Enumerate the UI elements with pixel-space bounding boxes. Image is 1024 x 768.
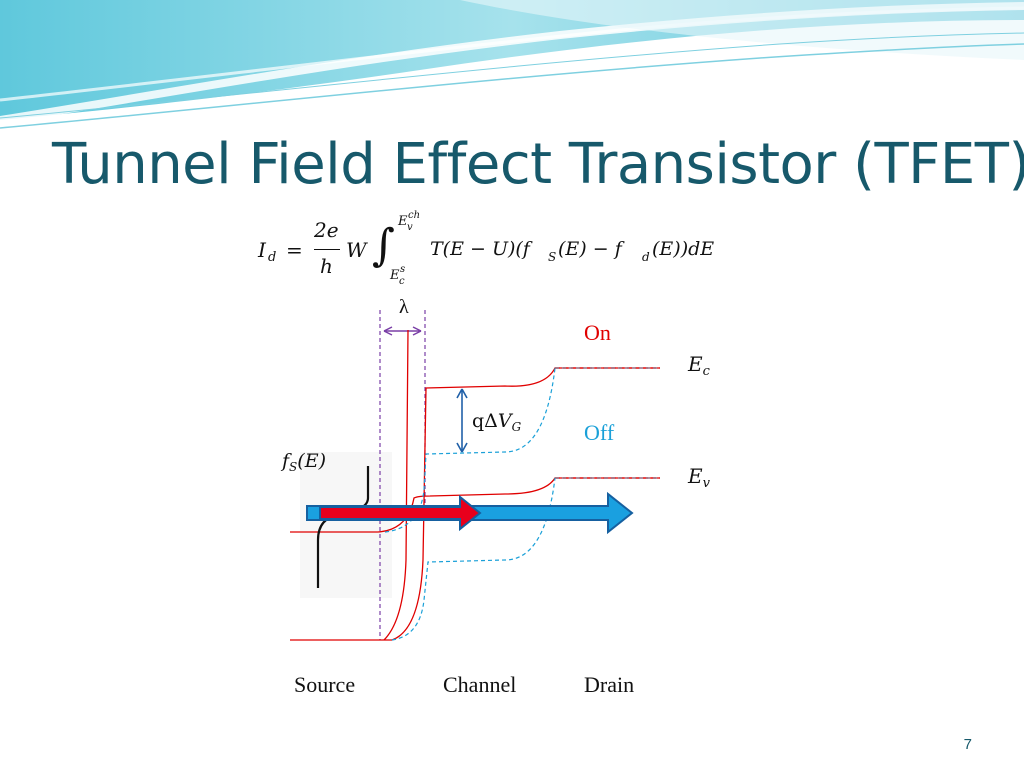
region-label-channel: Channel: [443, 672, 517, 697]
eq-upper-limit: E: [398, 214, 408, 229]
delta-vg-sub: G: [511, 420, 522, 434]
fs-label: fS(E): [282, 450, 326, 474]
off-conduction-band: [384, 367, 556, 533]
band-diagram-canvas: [290, 310, 660, 641]
off-label: Off: [584, 420, 615, 445]
eq-lower-limit: E: [390, 268, 400, 283]
ev-sub: v: [702, 476, 710, 491]
fs-var: f: [282, 450, 290, 472]
eq-frac-den: h: [320, 254, 333, 278]
eq-lower-sub: c: [399, 276, 405, 287]
eq-integrand-d: d: [642, 250, 650, 264]
fs-sub: S: [289, 460, 298, 474]
ec-var: E: [688, 352, 703, 376]
header-banner: [0, 0, 1024, 129]
eq-lower-sup: s: [400, 264, 406, 275]
fs-arg: (E): [297, 450, 326, 472]
lambda-arrowheads: [383, 326, 422, 336]
eq-integrand-mid: (E) − f: [558, 238, 622, 260]
page-number: 7: [963, 736, 972, 753]
eq-lhs-sub: d: [268, 250, 277, 265]
ev-label: Ev: [688, 464, 710, 491]
eq-frac-num: 2e: [314, 218, 339, 242]
on-current-arrow: [319, 494, 482, 532]
eq-equals: =: [286, 238, 303, 262]
eq-integral: ∫: [372, 220, 395, 271]
eq-lhs: I: [258, 238, 266, 262]
ec-label: Ec: [688, 352, 710, 379]
drain-current-equation: I d = 2e h W ∫ E v ch E c s T(E − U)(f S…: [258, 210, 758, 292]
delta-vg-prefix: qΔ: [472, 410, 498, 432]
region-label-drain: Drain: [584, 672, 635, 697]
eq-integrand: T(E − U)(f: [430, 238, 530, 260]
off-valence-band: [391, 477, 556, 641]
slide-title: Tunnel Field Effect Transistor (TFET): [52, 132, 1024, 197]
on-valence-band: [290, 477, 660, 533]
delta-vg-label: qΔVG: [472, 410, 521, 434]
on-label: On: [584, 320, 611, 345]
fs-distribution-box: [300, 452, 392, 598]
eq-upper-sup: ch: [408, 210, 421, 221]
ev-var: E: [688, 464, 703, 488]
eq-upper-sub: v: [407, 222, 413, 233]
eq-width: W: [346, 238, 367, 262]
band-diagram: λ On Off qΔVG fS(E) Ec Ev Source Channel…: [0, 296, 1024, 716]
ec-sub: c: [702, 364, 710, 379]
delta-vg-var: V: [497, 410, 512, 432]
lambda-label: λ: [399, 296, 409, 318]
eq-integrand-s: S: [548, 250, 557, 264]
delta-vg-arrowheads: [456, 388, 468, 453]
eq-integrand-end: (E))dE: [652, 238, 715, 260]
eq-frac-bar: [314, 249, 340, 250]
region-label-source: Source: [294, 672, 356, 697]
on-source-edge: [383, 329, 409, 641]
